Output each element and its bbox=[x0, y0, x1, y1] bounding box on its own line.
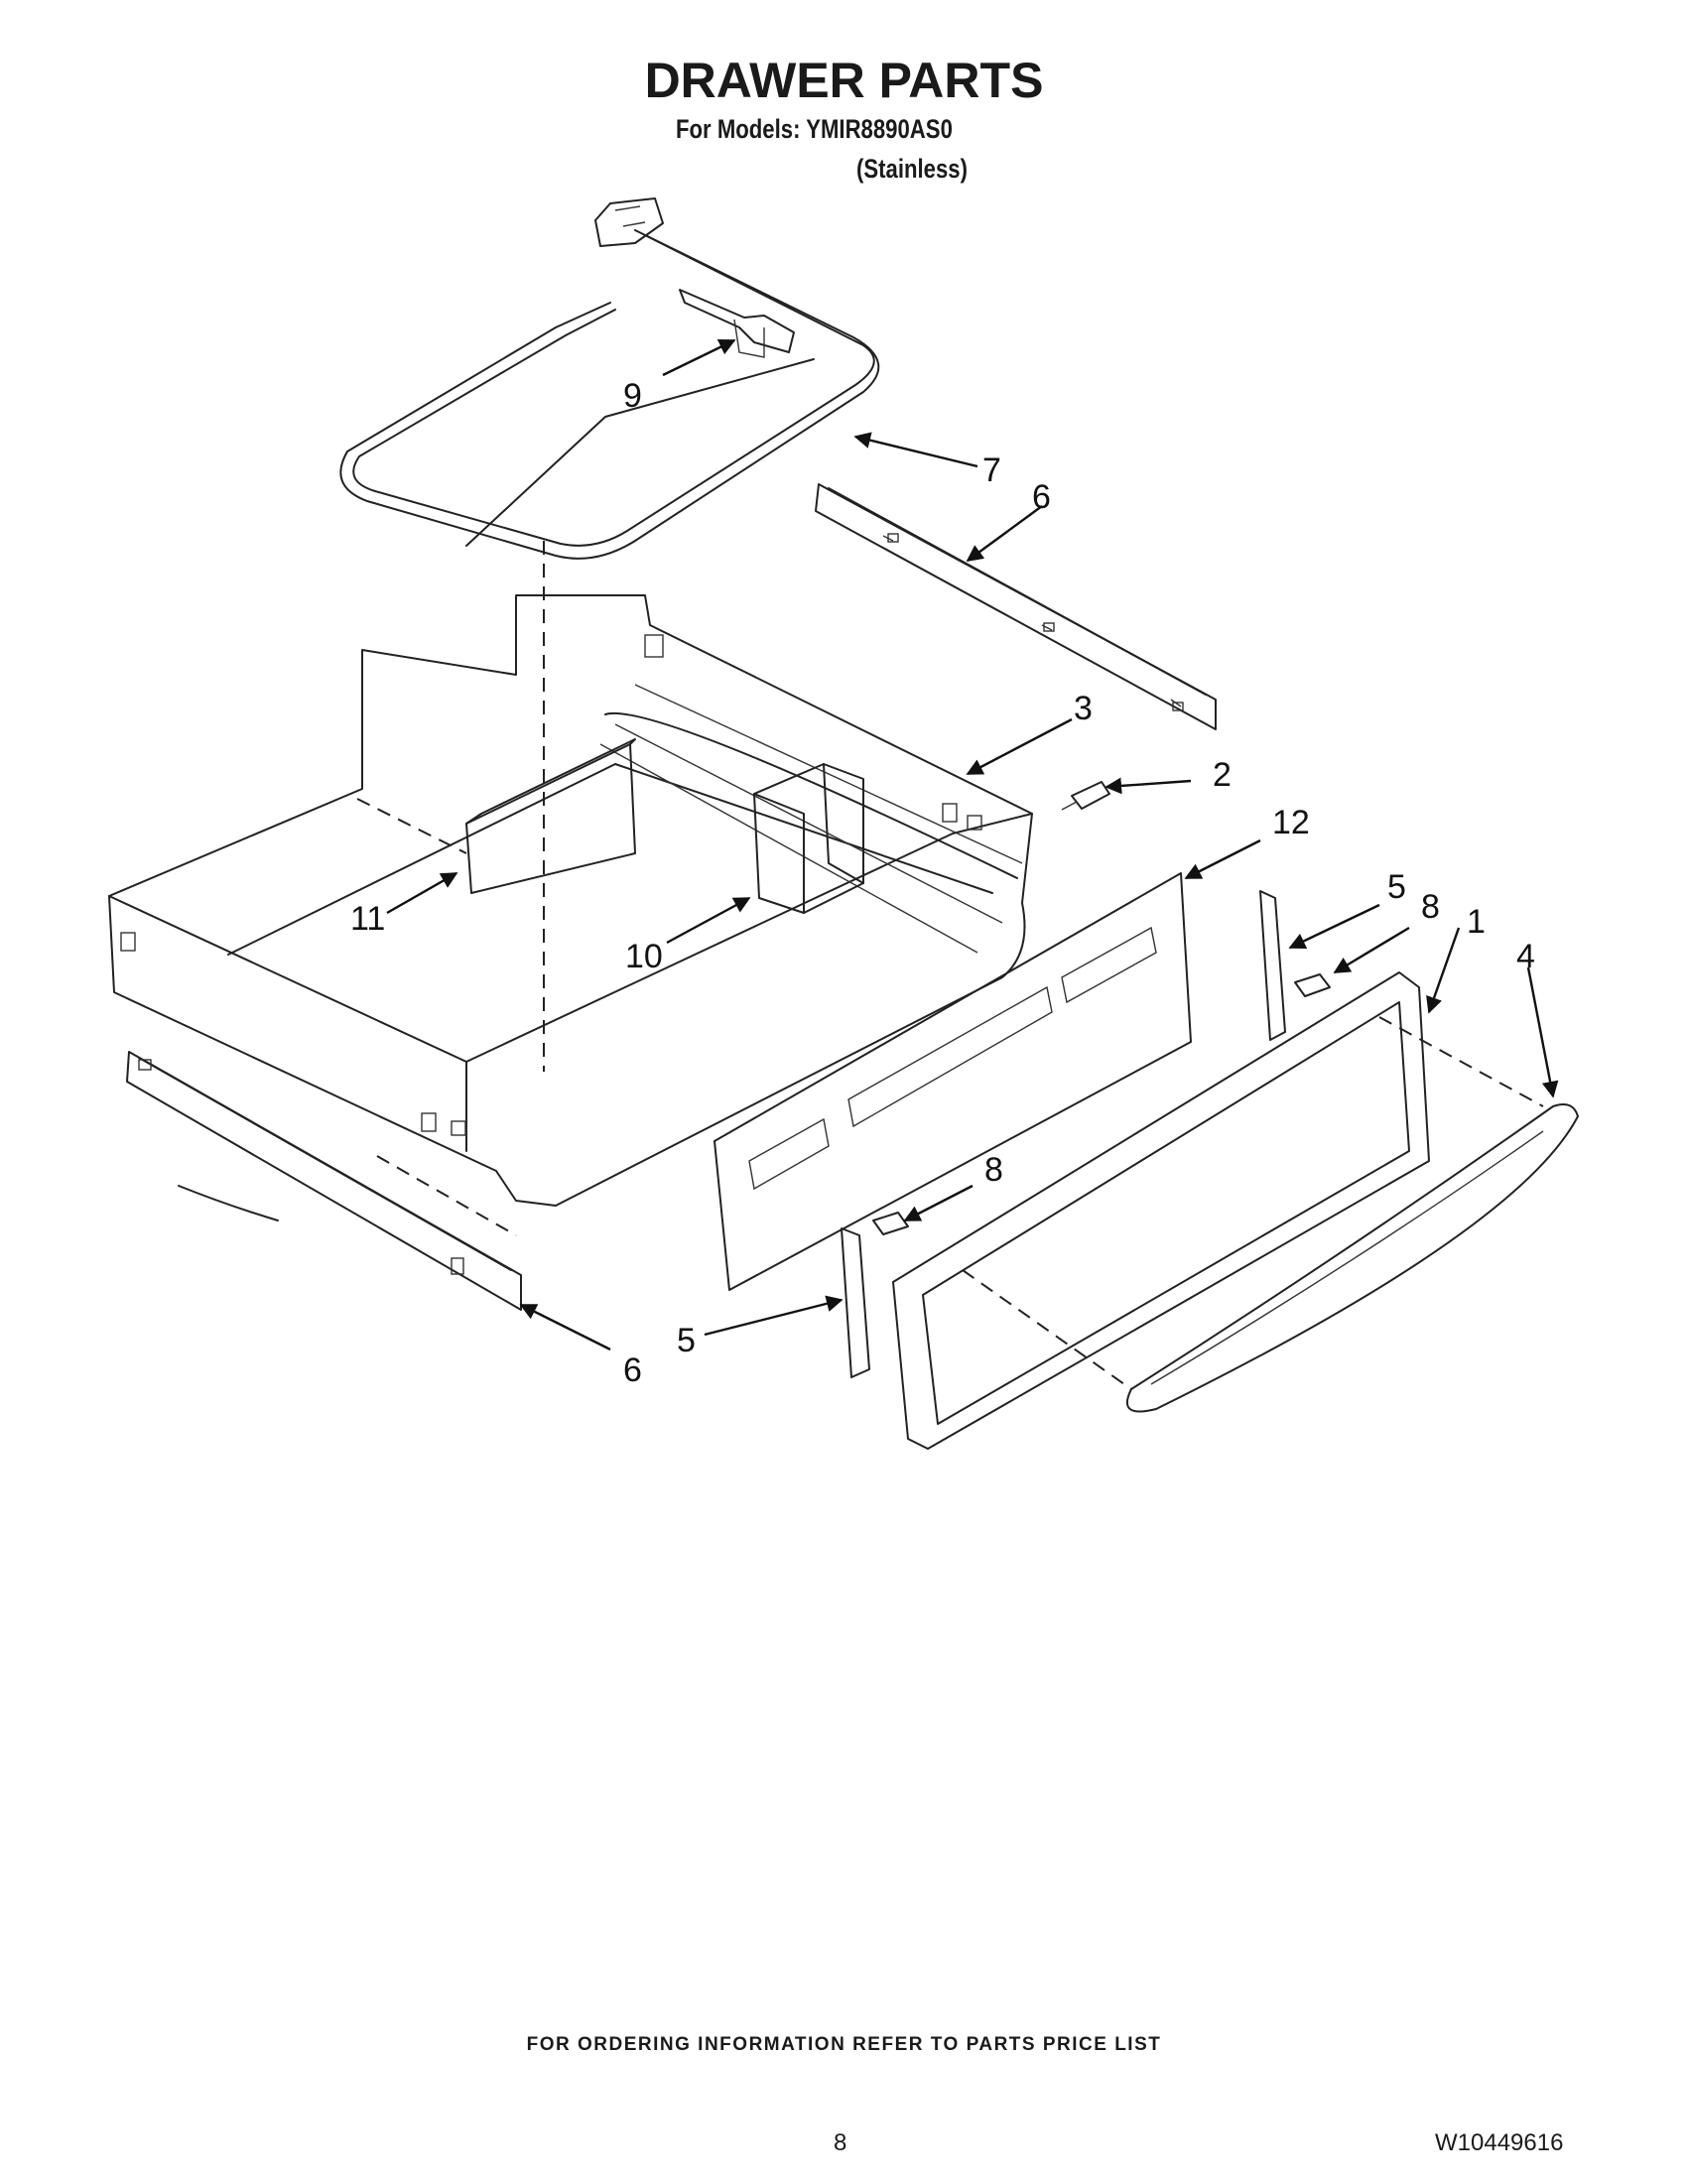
sensor-probe-part bbox=[679, 289, 795, 358]
screw-2-part bbox=[1061, 781, 1110, 811]
callout-6-lower: 6 bbox=[623, 1351, 642, 1389]
models-line: For Models: YMIR8890AS0 bbox=[676, 114, 953, 144]
slide-rail-upper-part bbox=[815, 483, 1217, 730]
drawer-liner-part bbox=[108, 594, 1033, 1221]
bracket-10-part bbox=[753, 763, 864, 914]
callout-9: 9 bbox=[623, 377, 642, 415]
callout-7: 7 bbox=[982, 451, 1001, 489]
callout-3: 3 bbox=[1074, 690, 1093, 727]
callout-numbers: 9 7 6 3 2 12 5 8 1 4 11 10 8 5 6 bbox=[350, 377, 1535, 1389]
callout-1: 1 bbox=[1467, 903, 1486, 941]
callout-2: 2 bbox=[1213, 756, 1232, 794]
bake-element-part bbox=[339, 197, 880, 560]
leader-lines bbox=[386, 338, 1559, 1351]
door-handle-part bbox=[1125, 1103, 1579, 1413]
document-number: W10449616 bbox=[1435, 2129, 1564, 2156]
callout-12: 12 bbox=[1272, 804, 1310, 841]
door-bracket-lower-part bbox=[841, 1227, 870, 1378]
callout-6-upper: 6 bbox=[1032, 478, 1051, 516]
callout-5-lower: 5 bbox=[677, 1322, 696, 1359]
front-panel-part bbox=[714, 872, 1192, 1291]
variant-line: (Stainless) bbox=[856, 154, 968, 184]
door-bracket-upper-part bbox=[1259, 890, 1286, 1041]
callout-5-upper: 5 bbox=[1387, 868, 1406, 906]
ordering-note: FOR ORDERING INFORMATION REFER TO PARTS … bbox=[526, 2034, 1162, 2055]
bracket-11-part bbox=[465, 738, 636, 894]
screw-8-lower-part bbox=[872, 1212, 909, 1235]
screw-8-upper-part bbox=[1294, 973, 1331, 997]
page-number: 8 bbox=[834, 2129, 847, 2156]
assembly-lines bbox=[356, 541, 1544, 1390]
callout-4: 4 bbox=[1516, 938, 1535, 975]
callout-10: 10 bbox=[625, 938, 663, 975]
page-title: DRAWER PARTS bbox=[644, 53, 1044, 108]
door-frame-part bbox=[892, 971, 1430, 1450]
callout-11: 11 bbox=[350, 900, 385, 938]
callout-8-upper: 8 bbox=[1421, 888, 1440, 926]
callout-8-lower: 8 bbox=[984, 1151, 1003, 1189]
